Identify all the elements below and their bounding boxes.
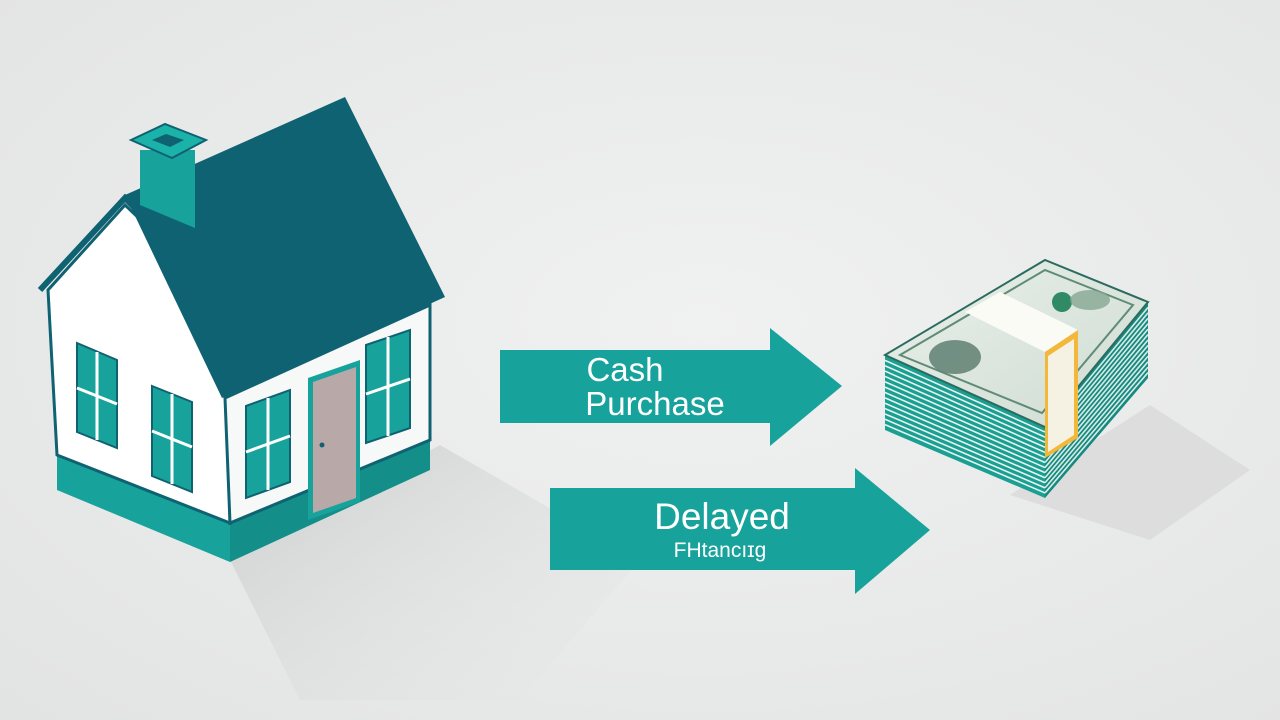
bill-edge-line [1044, 361, 1149, 484]
bill-edge-line [884, 359, 1046, 433]
bill-edge-line [884, 402, 1046, 474]
bill-edge-line [884, 418, 1046, 489]
house-roof [125, 97, 445, 398]
band-face [1048, 339, 1074, 452]
bill-edge-line [884, 397, 1046, 469]
bill-edge-line [884, 423, 1046, 494]
house-door [308, 360, 360, 520]
house-icon [37, 97, 445, 562]
cash-stack-icon [882, 258, 1150, 498]
bill-edge-line [1044, 350, 1149, 474]
cash-purchase-label-line2: Purchase [585, 385, 725, 422]
delayed-financing-label-line2: FΗtancıɪg [673, 539, 767, 562]
cash-shadow [1010, 405, 1250, 540]
window-front-left [76, 341, 118, 450]
bill-edge-line [884, 391, 1046, 464]
arrow-delayed-financing [550, 468, 930, 594]
house-base-front [57, 455, 230, 562]
bill-edge-line [884, 364, 1046, 438]
bill-edge-line [884, 370, 1046, 443]
cash-left-face [885, 355, 1045, 498]
bill-edge-line [884, 386, 1046, 459]
door-panel [313, 367, 356, 513]
band-top [965, 292, 1078, 352]
window-front-right [151, 384, 193, 494]
bill-edge-line [1044, 372, 1149, 494]
bill-edge-line [1044, 366, 1149, 489]
bill-edge-line [884, 413, 1046, 484]
bill-edge-line [884, 381, 1046, 454]
window-side-left [245, 388, 291, 500]
bill-edge-line [884, 407, 1046, 479]
bill-portrait-icon [929, 340, 981, 374]
door-knob [319, 442, 325, 448]
window-side-right [365, 328, 411, 445]
cash-purchase-label-line1: Cash [586, 351, 664, 388]
house-gable-trim [37, 193, 228, 303]
bill-number-icon [1070, 290, 1110, 310]
bill-edge-line [1044, 355, 1149, 479]
cash-right-face [1045, 302, 1148, 498]
chimney-opening [152, 134, 184, 147]
bill-edge-line [884, 375, 1046, 449]
chimney [140, 150, 195, 228]
bill-seal-icon [1052, 292, 1072, 312]
delayed-financing-label-line1: Delayed [654, 496, 790, 537]
arrow-cash-purchase [500, 328, 842, 446]
